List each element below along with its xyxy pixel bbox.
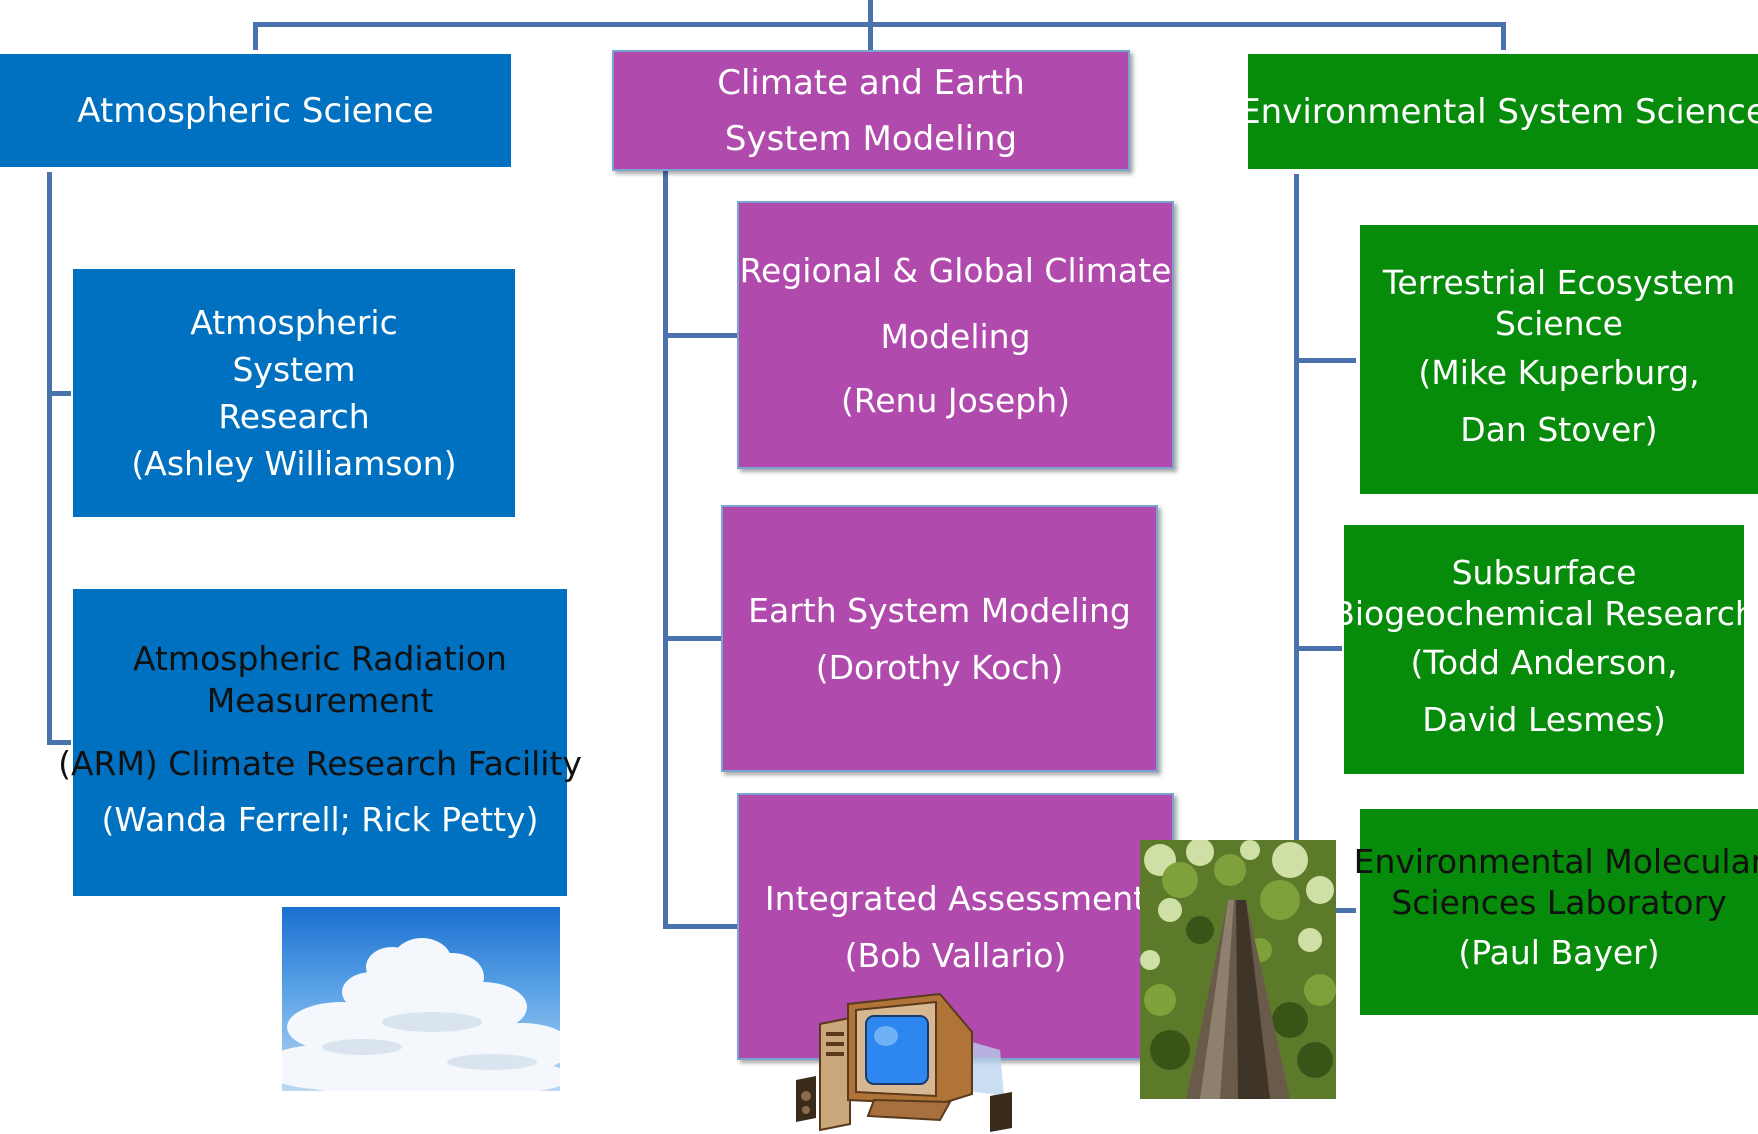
earth-system-box: Earth System Modeling (Dorothy Koch) — [721, 505, 1158, 772]
environmental-system-science-box: Environmental System Science — [1239, 54, 1758, 169]
connector-climate-drop — [868, 22, 873, 52]
clouds-image — [282, 907, 560, 1091]
connector-climate-branch-regional — [663, 333, 739, 338]
connector-climate-trunk — [663, 170, 668, 927]
atmospheric-science-box: Atmospheric Science — [0, 54, 511, 167]
arm-line2: Measurement — [206, 680, 434, 720]
earth-line1: Earth System Modeling — [748, 590, 1131, 630]
connector-climate-branch-integrated — [663, 924, 739, 929]
asr-line2: System — [232, 350, 356, 389]
regional-line2: Modeling — [880, 317, 1031, 356]
asr-line3: Research — [218, 397, 370, 436]
connector-top-bar — [253, 22, 1506, 27]
environmental-system-science-label: Environmental System Science — [1239, 91, 1758, 132]
subsurface-line3: (Todd Anderson, — [1410, 642, 1678, 682]
arm-line3: (ARM) Climate Research Facility — [58, 743, 582, 783]
connector-climate-branch-earth — [663, 636, 723, 641]
connector-atmos-branch-arm — [47, 740, 71, 745]
subsurface-line1: Subsurface — [1451, 552, 1637, 592]
terrestrial-line4: Dan Stover) — [1460, 409, 1658, 449]
regional-line1: Regional & Global Climate — [739, 251, 1172, 290]
integrated-line1: Integrated Assessment — [764, 878, 1147, 918]
climate-modeling-label-line2: System Modeling — [724, 118, 1018, 159]
climate-modeling-box: Climate and Earth System Modeling — [612, 50, 1130, 171]
emsl-line2: Sciences Laboratory — [1391, 883, 1727, 922]
terrestrial-line3: (Mike Kuperburg, — [1418, 352, 1700, 392]
arm-box: Atmospheric Radiation Measurement (ARM) … — [58, 589, 582, 896]
connector-env-drop — [1501, 22, 1506, 50]
emsl-line1: Environmental Molecular — [1353, 842, 1758, 881]
subsurface-biogeochemical-box: Subsurface Biogeochemical Research (Todd… — [1332, 525, 1756, 774]
asr-box: Atmospheric System Research (Ashley Will… — [73, 269, 515, 517]
climate-modeling-label-line1: Climate and Earth — [717, 62, 1025, 103]
connector-atmos-trunk — [47, 172, 52, 745]
terrestrial-ecosystem-box: Terrestrial Ecosystem Science (Mike Kupe… — [1360, 225, 1758, 494]
connector-env-branch-subsurface — [1294, 646, 1342, 651]
connector-atmos-branch-asr — [47, 391, 71, 396]
asr-line1: Atmospheric — [190, 303, 398, 342]
connector-atmos-drop — [253, 22, 258, 50]
connector-top-stem — [868, 0, 873, 26]
connector-env-branch-terrestrial — [1294, 358, 1356, 363]
regional-global-box: Regional & Global Climate Modeling (Renu… — [737, 201, 1174, 469]
regional-line3: (Renu Joseph) — [840, 381, 1071, 420]
terrestrial-line2: Science — [1495, 303, 1623, 343]
subsurface-line2: Biogeochemical Research — [1332, 593, 1756, 633]
connector-env-trunk — [1294, 174, 1299, 912]
tree-image — [1140, 840, 1336, 1099]
integrated-line2: (Bob Vallario) — [844, 935, 1067, 975]
earth-line2: (Dorothy Koch) — [815, 647, 1064, 687]
subsurface-line4: David Lesmes) — [1422, 699, 1666, 739]
asr-line4: (Ashley Williamson) — [131, 444, 457, 483]
atmospheric-science-label: Atmospheric Science — [77, 90, 434, 131]
terrestrial-line1: Terrestrial Ecosystem — [1382, 262, 1736, 302]
emsl-box: Environmental Molecular Sciences Laborat… — [1354, 809, 1758, 1015]
arm-line1: Atmospheric Radiation — [133, 638, 507, 678]
computer-icon — [790, 992, 1020, 1134]
arm-line4: (Wanda Ferrell; Rick Petty) — [101, 799, 539, 839]
emsl-line3: (Paul Bayer) — [1458, 933, 1660, 972]
